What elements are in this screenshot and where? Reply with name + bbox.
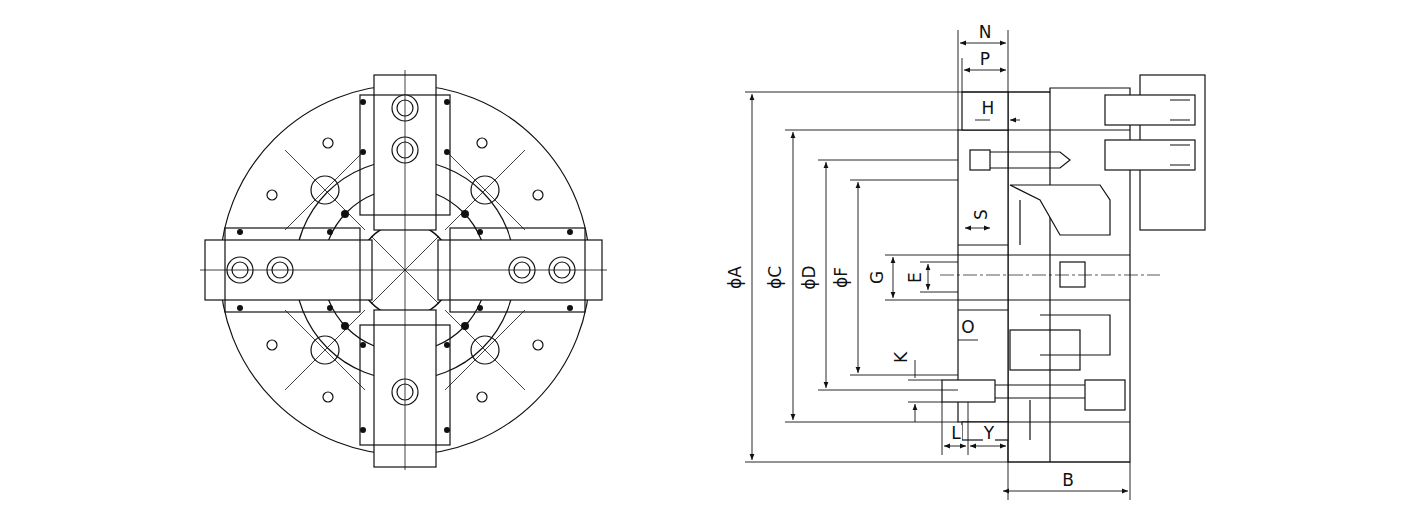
dimension-label: G [870, 269, 887, 284]
front-view [200, 70, 607, 470]
dimension-label: K [894, 350, 911, 363]
dimension-label: S [972, 208, 989, 221]
dimension-label: E [907, 271, 924, 284]
dimension-label: P [979, 51, 991, 68]
dimension-label: L [950, 425, 961, 442]
dimension-label: O [960, 319, 975, 336]
dimension-label: N [978, 24, 993, 41]
dimension-label: B [1061, 472, 1075, 489]
side-view [940, 75, 1205, 462]
dimension-label: ϕA [727, 265, 744, 290]
dimension-label: H [981, 100, 996, 117]
dimension-label: Y [983, 425, 995, 442]
dimension-label: ϕF [833, 266, 850, 289]
dimension-lines [745, 30, 1130, 500]
dimension-label: ϕC [768, 264, 785, 289]
dimension-label: ϕD [801, 264, 818, 290]
